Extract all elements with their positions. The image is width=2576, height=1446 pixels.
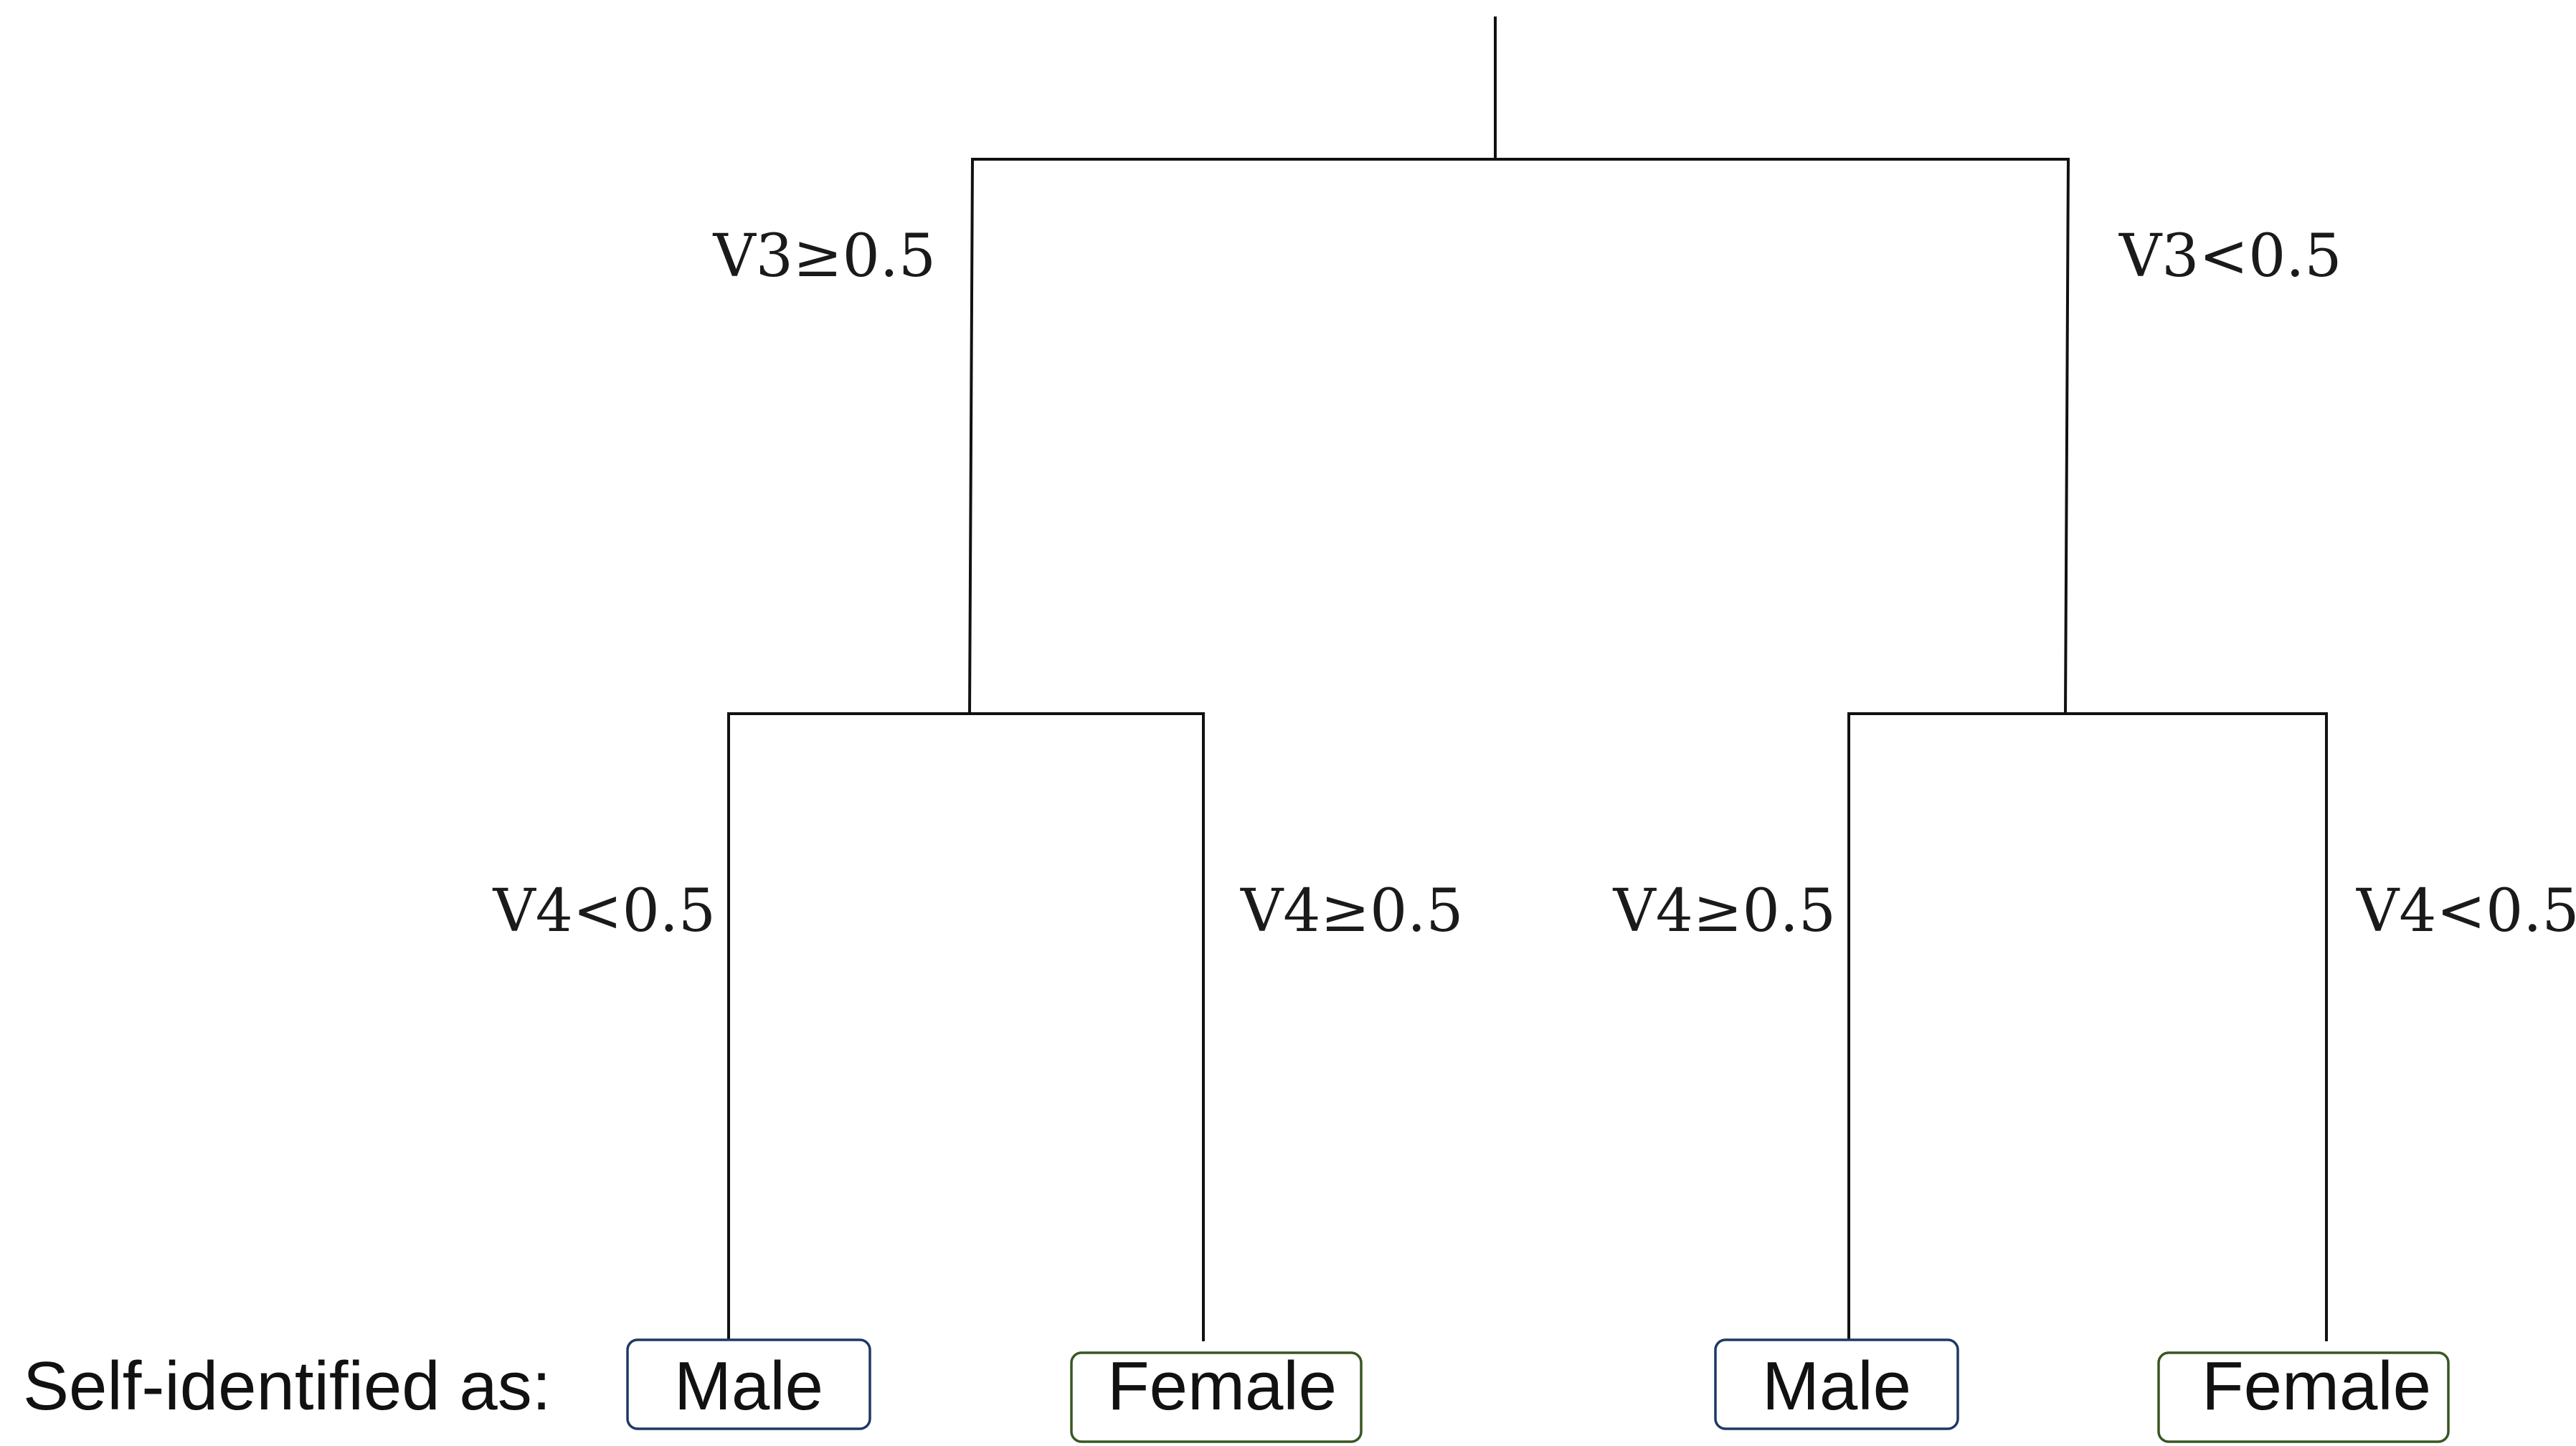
leaf-box-2	[1070, 1351, 1363, 1443]
leaf-label-4: Female	[2202, 1348, 2431, 1424]
split-label-right-right: V4<0.5	[2356, 877, 2576, 945]
right-branch-edge	[2063, 157, 2070, 716]
leaf-node-1: Male	[626, 1338, 871, 1430]
split-label-root-left: V3≥0.5	[712, 222, 936, 290]
leaf-label-2: Female	[1107, 1348, 1337, 1424]
leaf-node-2: Female	[1070, 1348, 1363, 1443]
left-branch-edge	[967, 157, 975, 716]
leaf-label-1: Male	[674, 1348, 823, 1424]
leaf-box-4	[2157, 1351, 2450, 1443]
split-label-root-right: V3<0.5	[2118, 222, 2342, 290]
split-label-left-left: V4<0.5	[492, 877, 716, 945]
split-label-left-right: V4≥0.5	[1240, 877, 1464, 945]
leaf-box-3	[1714, 1338, 1959, 1430]
leaf-node-3: Male	[1714, 1338, 1959, 1430]
split-label-right-left: V4≥0.5	[1612, 877, 1836, 945]
self-identified-label: Self-identified as:	[23, 1348, 551, 1424]
leaf-node-4: Female	[2157, 1348, 2450, 1443]
leaf-box-1	[626, 1338, 871, 1430]
leaf-label-3: Male	[1762, 1348, 1911, 1424]
